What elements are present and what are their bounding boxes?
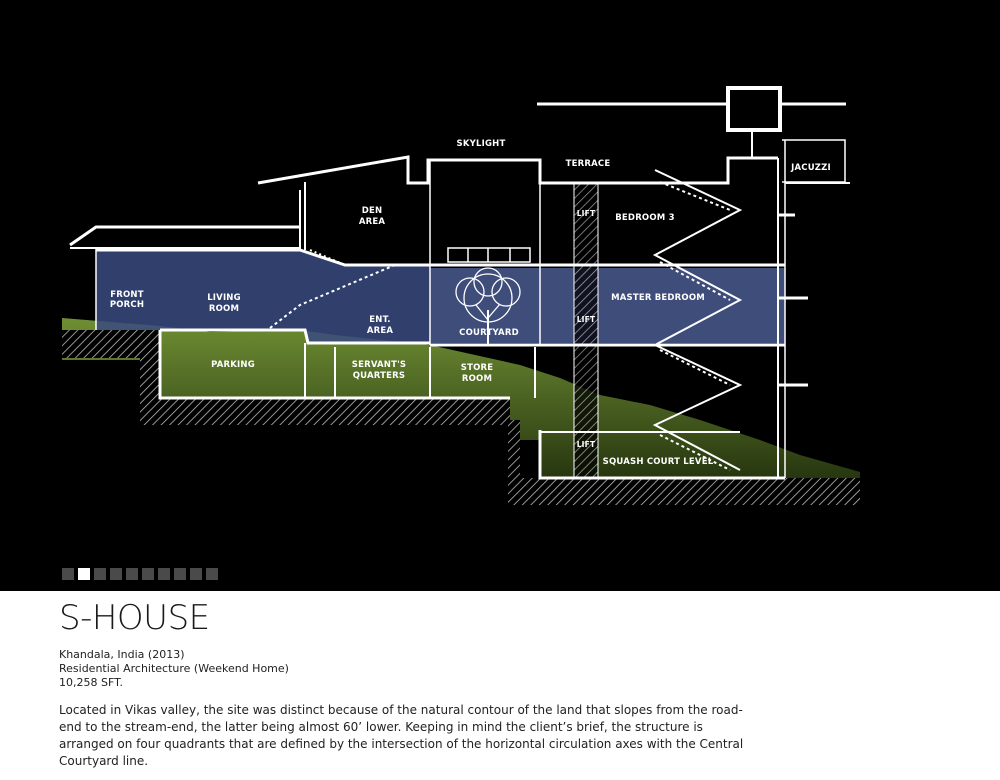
label-lift-middle: LIFT bbox=[577, 315, 596, 324]
ground-terrain bbox=[62, 318, 860, 505]
label-front-porch-1: FRONT bbox=[110, 290, 144, 300]
image-viewer: FRONT PORCH LIVING ROOM DEN AREA ENT. AR… bbox=[0, 0, 1000, 591]
label-skylight: SKYLIGHT bbox=[457, 139, 506, 149]
label-living-room-2: ROOM bbox=[209, 304, 239, 314]
staircase-main bbox=[269, 169, 743, 471]
label-ent-area-2: AREA bbox=[367, 326, 394, 336]
label-den-area-2: AREA bbox=[359, 217, 386, 227]
project-location: Khandala, India (2013) bbox=[59, 648, 185, 661]
label-lift-lower: LIFT bbox=[577, 440, 596, 449]
slideshow-pagination bbox=[62, 568, 218, 580]
label-terrace: TERRACE bbox=[566, 159, 611, 169]
label-ent-area-1: ENT. bbox=[369, 315, 390, 325]
label-parking: PARKING bbox=[211, 360, 255, 370]
label-servants-quarters-1: SERVANT'S bbox=[352, 360, 407, 370]
slide-dot-3[interactable] bbox=[94, 568, 106, 580]
label-bedroom-3: BEDROOM 3 bbox=[615, 213, 674, 223]
label-store-room-1: STORE bbox=[461, 363, 494, 373]
slide-dot-5[interactable] bbox=[126, 568, 138, 580]
label-front-porch-2: PORCH bbox=[110, 300, 144, 310]
slide-dot-6[interactable] bbox=[142, 568, 154, 580]
circulation-band bbox=[96, 250, 785, 343]
structure-lines bbox=[69, 86, 850, 480]
label-squash-court: SQUASH COURT LEVEL bbox=[603, 457, 714, 467]
courtyard-tree-icon bbox=[455, 267, 521, 345]
project-category: Residential Architecture (Weekend Home) bbox=[59, 662, 289, 675]
slide-dot-8[interactable] bbox=[174, 568, 186, 580]
project-description: Located in Vikas valley, the site was di… bbox=[59, 703, 744, 768]
slide-dot-2[interactable] bbox=[78, 568, 90, 580]
label-living-room-1: LIVING bbox=[207, 293, 241, 303]
project-area: 10,258 SFT. bbox=[59, 676, 124, 689]
slide-dot-1[interactable] bbox=[62, 568, 74, 580]
room-labels: FRONT PORCH LIVING ROOM DEN AREA ENT. AR… bbox=[110, 139, 831, 467]
skylight-glazing bbox=[447, 247, 531, 263]
label-courtyard: COURTYARD bbox=[459, 328, 519, 338]
slide-dot-10[interactable] bbox=[206, 568, 218, 580]
label-den-area-1: DEN bbox=[362, 206, 383, 216]
label-store-room-2: ROOM bbox=[462, 374, 492, 384]
label-master-bedroom: MASTER BEDROOM bbox=[611, 293, 705, 303]
section-drawing: FRONT PORCH LIVING ROOM DEN AREA ENT. AR… bbox=[62, 86, 860, 505]
slide-dot-9[interactable] bbox=[190, 568, 202, 580]
label-lift-upper: LIFT bbox=[577, 209, 596, 218]
slide-dot-7[interactable] bbox=[158, 568, 170, 580]
project-info: S-HOUSE Khandala, India (2013) Residenti… bbox=[59, 596, 759, 770]
label-servants-quarters-2: QUARTERS bbox=[353, 371, 405, 381]
slide-dot-4[interactable] bbox=[110, 568, 122, 580]
project-title: S-HOUSE bbox=[59, 598, 210, 638]
label-jacuzzi: JACUZZI bbox=[790, 163, 831, 173]
